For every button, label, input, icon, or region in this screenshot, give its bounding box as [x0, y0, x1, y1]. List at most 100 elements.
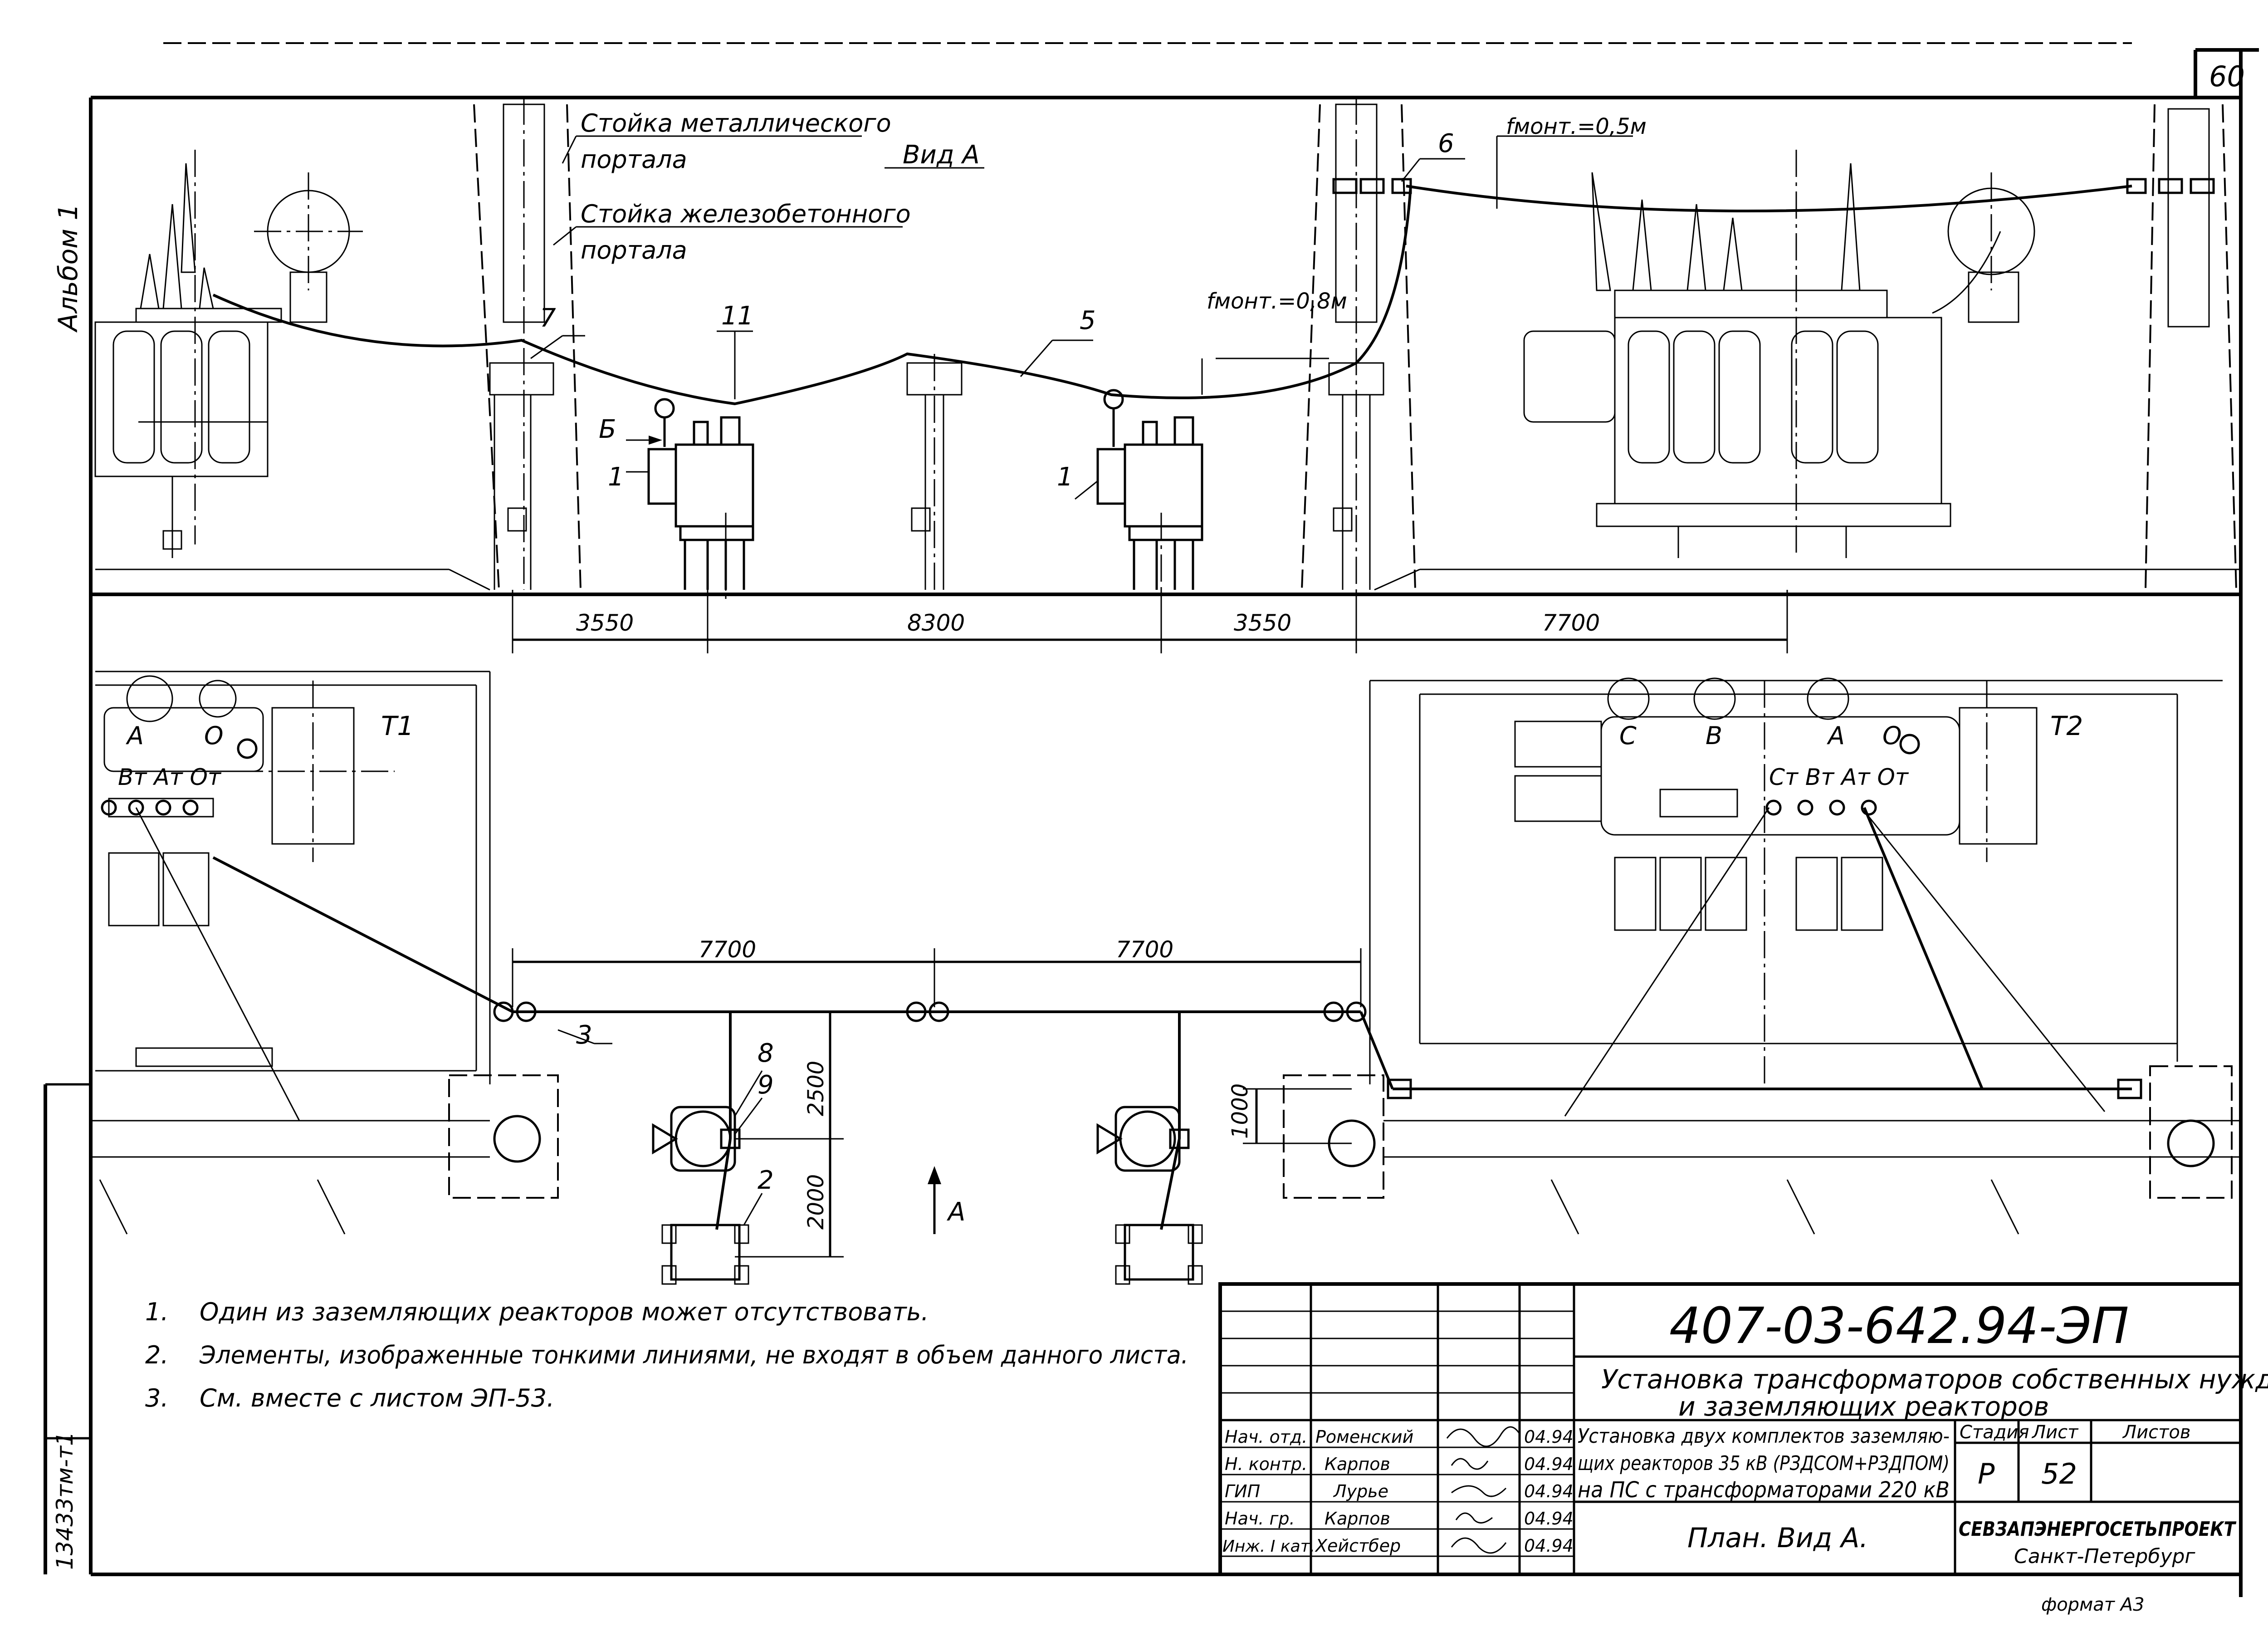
sig-role-2: ГИП	[1225, 1481, 1260, 1501]
sheet-value: 52	[2041, 1457, 2077, 1490]
t2-label: T2	[2050, 711, 2083, 741]
grounding-reactor-2	[1096, 389, 1203, 599]
sag-upper-label: fмонт.=0,5м	[1506, 114, 1647, 139]
sheet-number: 60	[2209, 60, 2245, 93]
project-title-line2: и заземляющих реакторов	[1678, 1391, 2049, 1422]
t2-terminals: Ст Вт Ат От	[1769, 764, 1909, 790]
reactor-plan-2	[1096, 1106, 1203, 1285]
insulators-upper	[1332, 178, 2215, 194]
note-2-num: 2.	[145, 1341, 169, 1369]
org-name: СЕВЗАПЭНЕРГОСЕТЬПРОЕКТ	[1959, 1518, 2237, 1541]
note-3-num: 3.	[145, 1384, 169, 1412]
sig-role-1: Н. контр.	[1225, 1454, 1307, 1474]
leader-rc-post-line2: портала	[581, 236, 687, 265]
format-label: формат А3	[2041, 1594, 2145, 1615]
transformer-t2-side-view	[1523, 150, 2035, 558]
drawing-name: План. Вид А.	[1687, 1522, 1868, 1554]
note-1-num: 1.	[145, 1298, 169, 1326]
sig-role-4: Инж. I кат.	[1222, 1537, 1315, 1556]
handwritten-signatures	[1446, 1426, 1520, 1554]
view-a-label: Вид А	[903, 140, 980, 170]
position-8: 8	[758, 1039, 774, 1068]
sig-name-1: Карпов	[1325, 1454, 1390, 1474]
sag-lower-label: fмонт.=0,8м	[1207, 289, 1347, 314]
sheet-desc-line2: щих реакторов 35 кВ (РЗДСОМ+РЗДПОМ)	[1578, 1452, 1950, 1475]
sig-name-0: Роменский	[1315, 1427, 1413, 1447]
title-block-frame	[1218, 1282, 2243, 1576]
dimension-3550-right: 3550	[1234, 610, 1291, 636]
metal-portal-post-far-right	[2145, 104, 2237, 590]
position-6: 6	[1438, 129, 1454, 158]
dimension-7700-plan-right: 7700	[1116, 936, 1173, 963]
note-2-text: Элементы, изображенные тонкими линиями, …	[199, 1341, 1188, 1369]
t1-phase-a: A	[126, 721, 144, 750]
plan-wires	[135, 807, 2132, 1230]
sig-date-4: 04.94	[1524, 1536, 1574, 1556]
disconnectors	[493, 1001, 2142, 1099]
t2-phase-o: O	[1882, 721, 1902, 750]
arrow-b-label: Б	[599, 415, 616, 444]
album-label: Альбом 1	[53, 204, 83, 333]
leader-metal-post-line1: Стойка металлического	[581, 109, 891, 137]
note-3-text: См. вместе с листом ЭП-53.	[200, 1384, 554, 1412]
view-a-section	[91, 98, 2241, 653]
sheets-header: Листов	[2122, 1422, 2190, 1443]
t1-terminals: Вт Ат От	[118, 764, 222, 790]
grounding-reactor-1	[647, 398, 754, 599]
position-2: 2	[758, 1166, 774, 1195]
sig-date-0: 04.94	[1524, 1427, 1574, 1447]
transformer-t2-plan	[1369, 677, 2223, 1089]
position-1-right: 1	[1057, 462, 1073, 492]
dimension-8300: 8300	[907, 610, 965, 636]
position-1-left: 1	[608, 462, 624, 492]
position-7: 7	[540, 304, 556, 333]
t1-label: T1	[381, 711, 414, 741]
sheet-desc-line3: на ПС с трансформаторами 220 кВ	[1578, 1477, 1950, 1503]
transformer-t1-side-view	[94, 150, 363, 558]
dimension-1000: 1000	[1227, 1083, 1253, 1139]
metal-portal-post-right	[1301, 98, 1416, 594]
leader-rc-post-line1: Стойка железобетонного	[581, 200, 911, 228]
leaders-view-a	[530, 135, 1633, 500]
sig-role-0: Нач. отд.	[1225, 1427, 1307, 1447]
upper-wire	[1406, 185, 2132, 212]
sig-name-2: Лурье	[1333, 1481, 1388, 1501]
sig-date-3: 04.94	[1524, 1509, 1574, 1529]
dimension-7700-plan-left: 7700	[699, 936, 756, 963]
portal-foundations	[91, 1065, 2241, 1199]
note-1-text: Один из заземляющих реакторов может отсу…	[200, 1298, 929, 1326]
dimension-3550-left: 3550	[576, 610, 634, 636]
stage-header: Стадия	[1960, 1422, 2029, 1443]
archive-number: 13433тм-т1	[52, 1431, 78, 1570]
plan-dimensions	[512, 948, 1362, 1258]
sheet-desc-line1: Установка двух комплектов заземляю-	[1578, 1425, 1950, 1448]
sig-role-3: Нач. гр.	[1225, 1509, 1295, 1529]
beam-insulators	[99, 1179, 2019, 1235]
plan-section	[91, 671, 2241, 1285]
transformer-t1-plan	[95, 671, 491, 1084]
sheet-header: Лист	[2031, 1422, 2079, 1443]
sig-name-3: Карпов	[1325, 1509, 1390, 1529]
leader-metal-post-line2: портала	[581, 145, 687, 174]
position-3: 3	[576, 1020, 592, 1050]
position-5: 5	[1080, 306, 1096, 335]
dimension-line-view-a	[512, 590, 1788, 653]
post-middle	[906, 354, 963, 594]
busbar-wire-5	[212, 186, 1412, 406]
org-city: Санкт-Петербург	[2014, 1545, 2195, 1568]
position-11: 11	[721, 301, 753, 331]
reactor-plan-1	[652, 1106, 749, 1285]
sig-date-2: 04.94	[1524, 1481, 1574, 1501]
sig-date-1: 04.94	[1524, 1454, 1574, 1474]
position-9: 9	[758, 1070, 774, 1100]
dimension-7700-view-a: 7700	[1542, 610, 1600, 636]
metal-portal-post-left	[473, 98, 582, 590]
dimension-2500: 2500	[803, 1061, 829, 1116]
doc-code: 407-03-642.94-ЭП	[1669, 1297, 2129, 1355]
sig-name-4: Хейстбер	[1315, 1536, 1401, 1556]
t2-phase-a: A	[1827, 721, 1845, 750]
t2-phase-c: C	[1619, 721, 1637, 750]
dimension-2000: 2000	[803, 1174, 829, 1230]
project-title-line1: Установка трансформаторов собственных ну…	[1601, 1364, 2268, 1395]
